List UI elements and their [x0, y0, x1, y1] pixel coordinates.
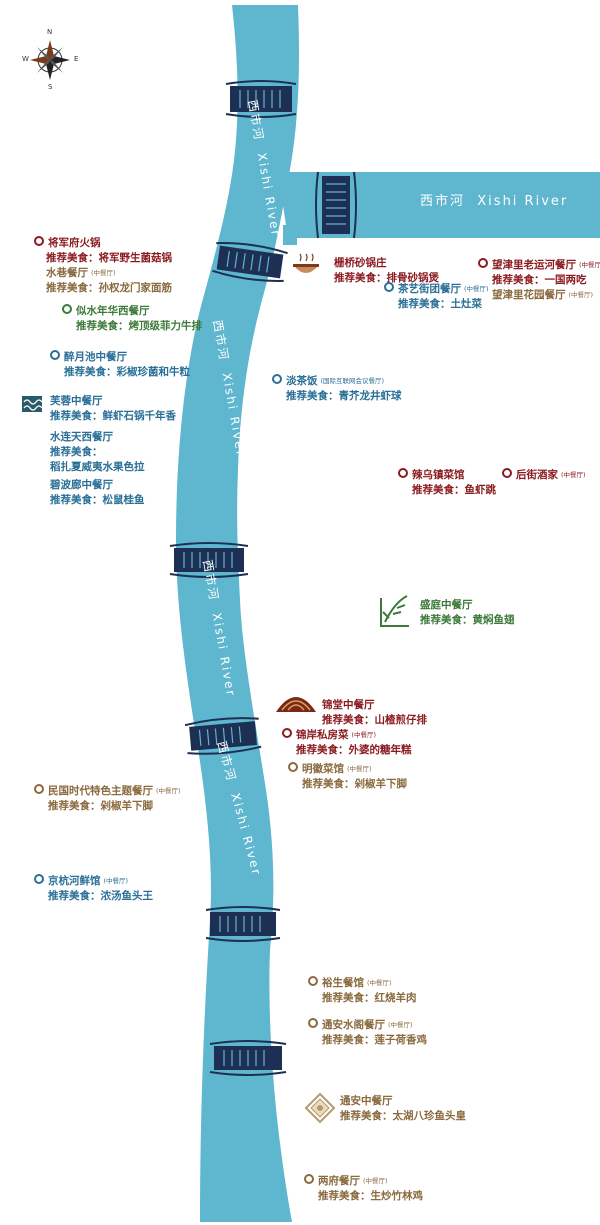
wave-icon [22, 396, 43, 412]
poi-dot [272, 374, 282, 384]
poi-dot [308, 976, 318, 986]
poi-zhaqiao[interactable]: 栅桥砂锅庄 推荐美食：排骨砂锅煲 [334, 257, 439, 284]
compass-w: W [22, 55, 29, 63]
poi-sishuinianhua[interactable]: 似水年华西餐厅 推荐美食：烤顶级菲力牛排 [62, 304, 202, 334]
poi-danchafan[interactable]: 淡茶饭(国际互联网会议餐厅) 推荐美食：青芥龙井虾球 [272, 374, 402, 404]
compass-n: N [47, 28, 53, 36]
compass-icon [30, 40, 70, 80]
poi-houjie[interactable]: 后街酒家(中餐厅) [502, 468, 586, 483]
poi-minghui[interactable]: 明徽菜馆(中餐厅) 推荐美食：剁椒羊下脚 [288, 762, 407, 792]
poi-dot [304, 1174, 314, 1184]
poi-dot [478, 258, 488, 268]
poi-dot [34, 784, 44, 794]
poi-zuiyuechi[interactable]: 醉月池中餐厅 推荐美食：彩椒珍菌和牛粒 [50, 350, 190, 380]
bridge-2 [315, 171, 357, 239]
poi-tongan[interactable]: 通安中餐厅 推荐美食：太湖八珍鱼头皇 [340, 1095, 466, 1122]
poi-dot [384, 282, 394, 292]
hotpot-icon [293, 253, 319, 273]
bamboo-icon [380, 595, 409, 627]
poi-dot [62, 304, 72, 314]
river-label-2: 西市河 Xishi River [420, 194, 569, 209]
bridge-6 [205, 906, 281, 942]
poi-liangfu[interactable]: 两府餐厅(中餐厅) 推荐美食：生炒竹林鸡 [304, 1174, 423, 1204]
bridge-3 [212, 242, 288, 282]
poi-dot [282, 728, 292, 738]
poi-chayijie[interactable]: 茶艺街团餐厅(中餐厅) 推荐美食：土灶菜 [384, 282, 489, 312]
poi-jinghang[interactable]: 京杭河鲜馆(中餐厅) 推荐美食：浓汤鱼头王 [34, 874, 153, 904]
poi-bibolang[interactable]: 碧波廊中餐厅 推荐美食：松鼠桂鱼 [50, 479, 145, 506]
poi-shengting[interactable]: 盛庭中餐厅 推荐美食：黄焖鱼翅 [420, 599, 515, 626]
pagoda-icon [276, 697, 316, 712]
bridge-4 [169, 542, 249, 578]
bridge-5 [184, 717, 262, 755]
poi-dot [34, 874, 44, 884]
poi-dot [308, 1018, 318, 1028]
poi-wangjinli-yunhe[interactable]: 望津里老运河餐厅(中餐厅) 推荐美食：一国两吃 [478, 258, 600, 288]
poi-furong[interactable]: 芙蓉中餐厅 推荐美食：鲜虾石锅千年香 [50, 395, 176, 422]
compass-e: E [74, 55, 79, 63]
xishi-river-branch [278, 172, 600, 238]
poi-lawuzhen[interactable]: 辣乌镇菜馆 推荐美食：鱼虾跳 [398, 468, 496, 498]
poi-dot [398, 468, 408, 478]
poi-shuixiang[interactable]: 水巷餐厅(中餐厅) 推荐美食：孙权龙门家面筋 [46, 267, 172, 294]
poi-jinan[interactable]: 锦岸私房菜(中餐厅) 推荐美食：外婆的糖年糕 [282, 728, 412, 758]
poi-jintang[interactable]: 锦堂中餐厅 推荐美食：山楂煎仔排 [322, 699, 427, 726]
poi-dot [34, 236, 44, 246]
poi-dot [288, 762, 298, 772]
poi-minguo[interactable]: 民国时代特色主题餐厅(中餐厅) 推荐美食：剁椒羊下脚 [34, 784, 181, 814]
bridge-1 [225, 80, 297, 118]
poi-tongan-shuige[interactable]: 通安水阁餐厅(中餐厅) 推荐美食：莲子荷香鸡 [308, 1018, 427, 1048]
bridge-7 [209, 1040, 287, 1076]
poi-dot [50, 350, 60, 360]
compass-s: S [48, 83, 53, 91]
emblem-icon [304, 1092, 336, 1124]
poi-yusheng[interactable]: 裕生餐馆(中餐厅) 推荐美食：红烧羊肉 [308, 976, 417, 1006]
poi-dot [502, 468, 512, 478]
poi-shuiliantian[interactable]: 水连天西餐厅 推荐美食： 稻扎夏威夷水果色拉 [50, 431, 145, 473]
poi-jiangjunfu[interactable]: 将军府火锅 推荐美食：将军野生菌菇锅 [34, 236, 172, 266]
poi-wangjinli-huayuan[interactable]: 望津里花园餐厅(中餐厅) [492, 289, 594, 301]
